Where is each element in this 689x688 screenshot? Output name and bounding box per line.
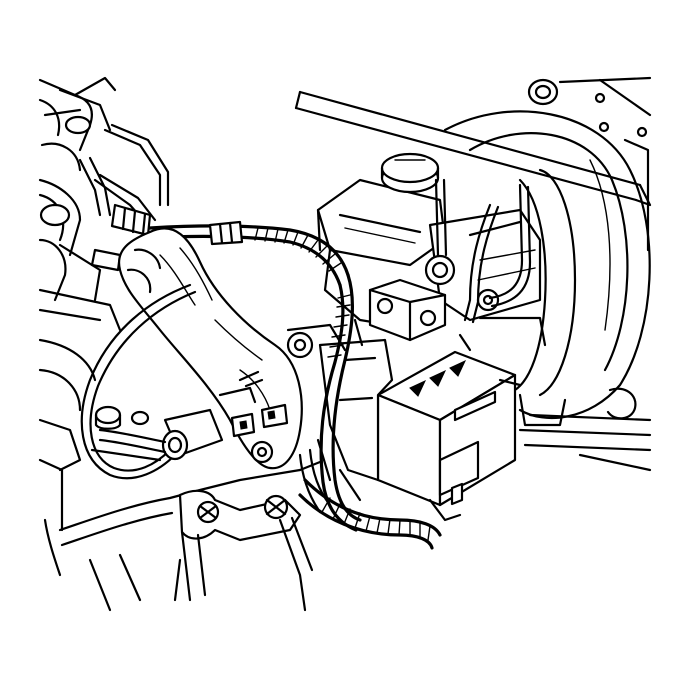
misc-details [298,318,522,522]
sensor-assembly [90,370,289,464]
abs-modulator [286,323,517,507]
mounting-bracket [43,468,314,612]
engine [38,76,244,532]
brake-lines [434,178,547,352]
master-cylinder [316,152,542,342]
lower-frame [518,413,652,472]
technician-hand [117,227,303,470]
cable [80,283,197,480]
wiring-harness [148,224,442,550]
brake-booster [443,76,652,427]
